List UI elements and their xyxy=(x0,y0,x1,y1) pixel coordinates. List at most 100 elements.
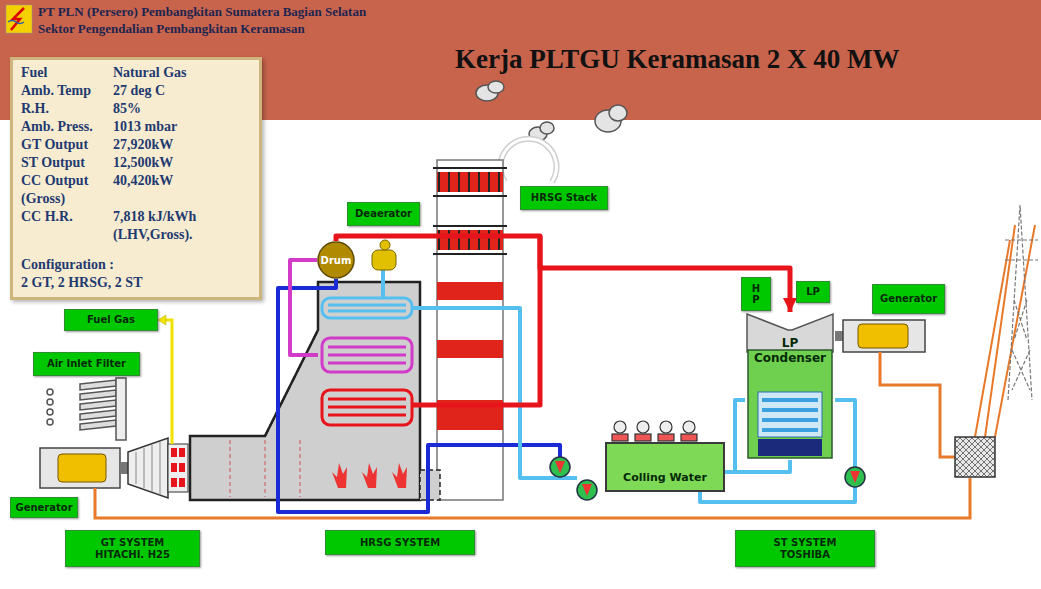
steam-turbine-generator-part xyxy=(858,324,908,348)
stack-plume-arc xyxy=(500,139,556,182)
hrsg-casing-part xyxy=(300,440,301,497)
cooling-fans-part xyxy=(614,421,695,433)
pumps-part xyxy=(577,480,597,500)
node-text: Drum xyxy=(321,255,352,266)
gas-turbine-part xyxy=(136,442,160,495)
cooling-fans-part xyxy=(612,434,628,441)
transmission-tower-part xyxy=(1008,205,1032,400)
node-text: Colling Water xyxy=(623,471,707,484)
label-box: LP xyxy=(796,281,830,303)
spec-text: 7,818 kJ/kWh (LHV,Gross). xyxy=(113,208,228,244)
hrsg-coils-part xyxy=(328,362,406,365)
node-text: H P xyxy=(750,283,762,306)
cooling-fans-part xyxy=(681,434,697,441)
cooling-fans xyxy=(612,421,697,441)
air-inlet-filter-part xyxy=(80,400,116,410)
hrsg-stack-part xyxy=(433,195,507,197)
diagram-title: Kerja PLTGU Keramasan 2 X 40 MW xyxy=(455,44,899,75)
gas-turbine-part xyxy=(136,452,137,484)
deaerator-vessel xyxy=(372,240,396,270)
spec-text: 12,500kW xyxy=(113,154,253,172)
duct-burner-flames-part xyxy=(332,463,347,488)
spec-text: 85% xyxy=(113,100,253,118)
condenser-tubes xyxy=(758,392,822,437)
feedwater-pipes-part xyxy=(412,308,577,478)
condenser-tube xyxy=(762,428,818,432)
hrsg-casing-part xyxy=(230,440,300,497)
condenser-shape xyxy=(748,350,832,458)
gas-turbine-generator-part xyxy=(58,454,106,482)
gas-turbine-part xyxy=(171,478,177,487)
steam-clouds-part xyxy=(488,81,504,93)
feedwater-pipes-part xyxy=(278,279,560,512)
spec-text: Amb. Temp xyxy=(21,82,111,100)
cooling-fans-part xyxy=(637,421,649,433)
air-inlet-filter-part xyxy=(47,409,53,415)
drum-circle: Drum xyxy=(317,241,355,279)
turbine-condenser-outline xyxy=(745,312,835,460)
label-box: H P xyxy=(741,277,771,311)
cooling-fans-part xyxy=(658,434,674,441)
hrsg-coils-part xyxy=(322,390,412,425)
duct-burner-flames-part xyxy=(392,463,407,488)
cooling-fans-part xyxy=(635,434,651,441)
hrsg-stack-part xyxy=(433,253,507,255)
hrsg-stack-part xyxy=(437,160,503,500)
steam-clouds-part xyxy=(540,122,554,134)
pln-logo xyxy=(6,5,32,33)
spec-text: Fuel xyxy=(21,64,111,82)
spec-text: GT Output xyxy=(21,136,111,154)
label-box: Air Inlet Filter xyxy=(33,352,140,376)
power-lines-part xyxy=(880,352,955,457)
gas-turbine-part xyxy=(179,478,185,487)
deaerator-vessel-part xyxy=(372,250,396,270)
label-box: Deaerator xyxy=(347,202,420,226)
node-text: Deaerator xyxy=(355,208,412,220)
cooling-water-box: Colling Water xyxy=(605,442,725,492)
hrsg-stack xyxy=(433,160,507,500)
hrsg-coils-part xyxy=(328,346,406,349)
node-text: LP xyxy=(806,286,820,298)
gas-turbine-part xyxy=(179,448,185,457)
label-box: Generator xyxy=(10,497,78,518)
stack-plume-arc-part xyxy=(500,139,556,182)
gas-turbine-generator-part xyxy=(120,462,128,474)
air-inlet-filter-part xyxy=(80,380,116,430)
fuel-gas-line xyxy=(158,315,172,444)
duct-burner-flames xyxy=(332,463,407,488)
pumps-part xyxy=(850,471,860,483)
stack-plume-arc-part xyxy=(500,139,556,182)
steam-turbine-generator-part xyxy=(835,331,843,341)
drum-shape xyxy=(318,242,354,278)
feedwater-pipes-part xyxy=(381,270,385,298)
hrsg-coils-part xyxy=(328,398,406,401)
hrsg-casing-part xyxy=(265,440,266,497)
feedwater-pipes-part xyxy=(735,400,745,472)
gas-turbine-part xyxy=(171,463,177,472)
air-inlet-filter xyxy=(47,378,126,440)
gas-turbine-part xyxy=(171,448,185,487)
hrsg-coils-part xyxy=(328,406,406,409)
node-text: HRSG Stack xyxy=(531,192,597,204)
hrsg-coils-part xyxy=(322,298,412,318)
gas-turbine-generator-part xyxy=(40,448,120,488)
node-text: Generator xyxy=(880,293,937,305)
power-lines-part xyxy=(975,225,1035,437)
transmission-tower-part xyxy=(1012,300,1030,390)
cooling-fans-part xyxy=(660,421,672,433)
feedwater-pipes-part xyxy=(412,236,540,405)
air-inlet-filter-part xyxy=(80,420,116,430)
transmission-tower xyxy=(1005,205,1038,400)
condenser-tube xyxy=(762,408,818,412)
pln-logo-part xyxy=(6,5,32,33)
transmission-tower-part xyxy=(1005,259,1038,260)
air-inlet-filter-part xyxy=(47,389,53,395)
air-inlet-filter-part xyxy=(47,399,53,405)
node-text: Air Inlet Filter xyxy=(47,358,126,370)
hrsg-stack-part xyxy=(433,225,507,227)
hrsg-coils-part xyxy=(322,390,412,425)
pumps-part xyxy=(555,461,565,473)
spec-text: 27,920kW xyxy=(113,136,253,154)
air-inlet-filter-part xyxy=(80,410,116,420)
feedwater-pipes-part xyxy=(290,260,318,355)
